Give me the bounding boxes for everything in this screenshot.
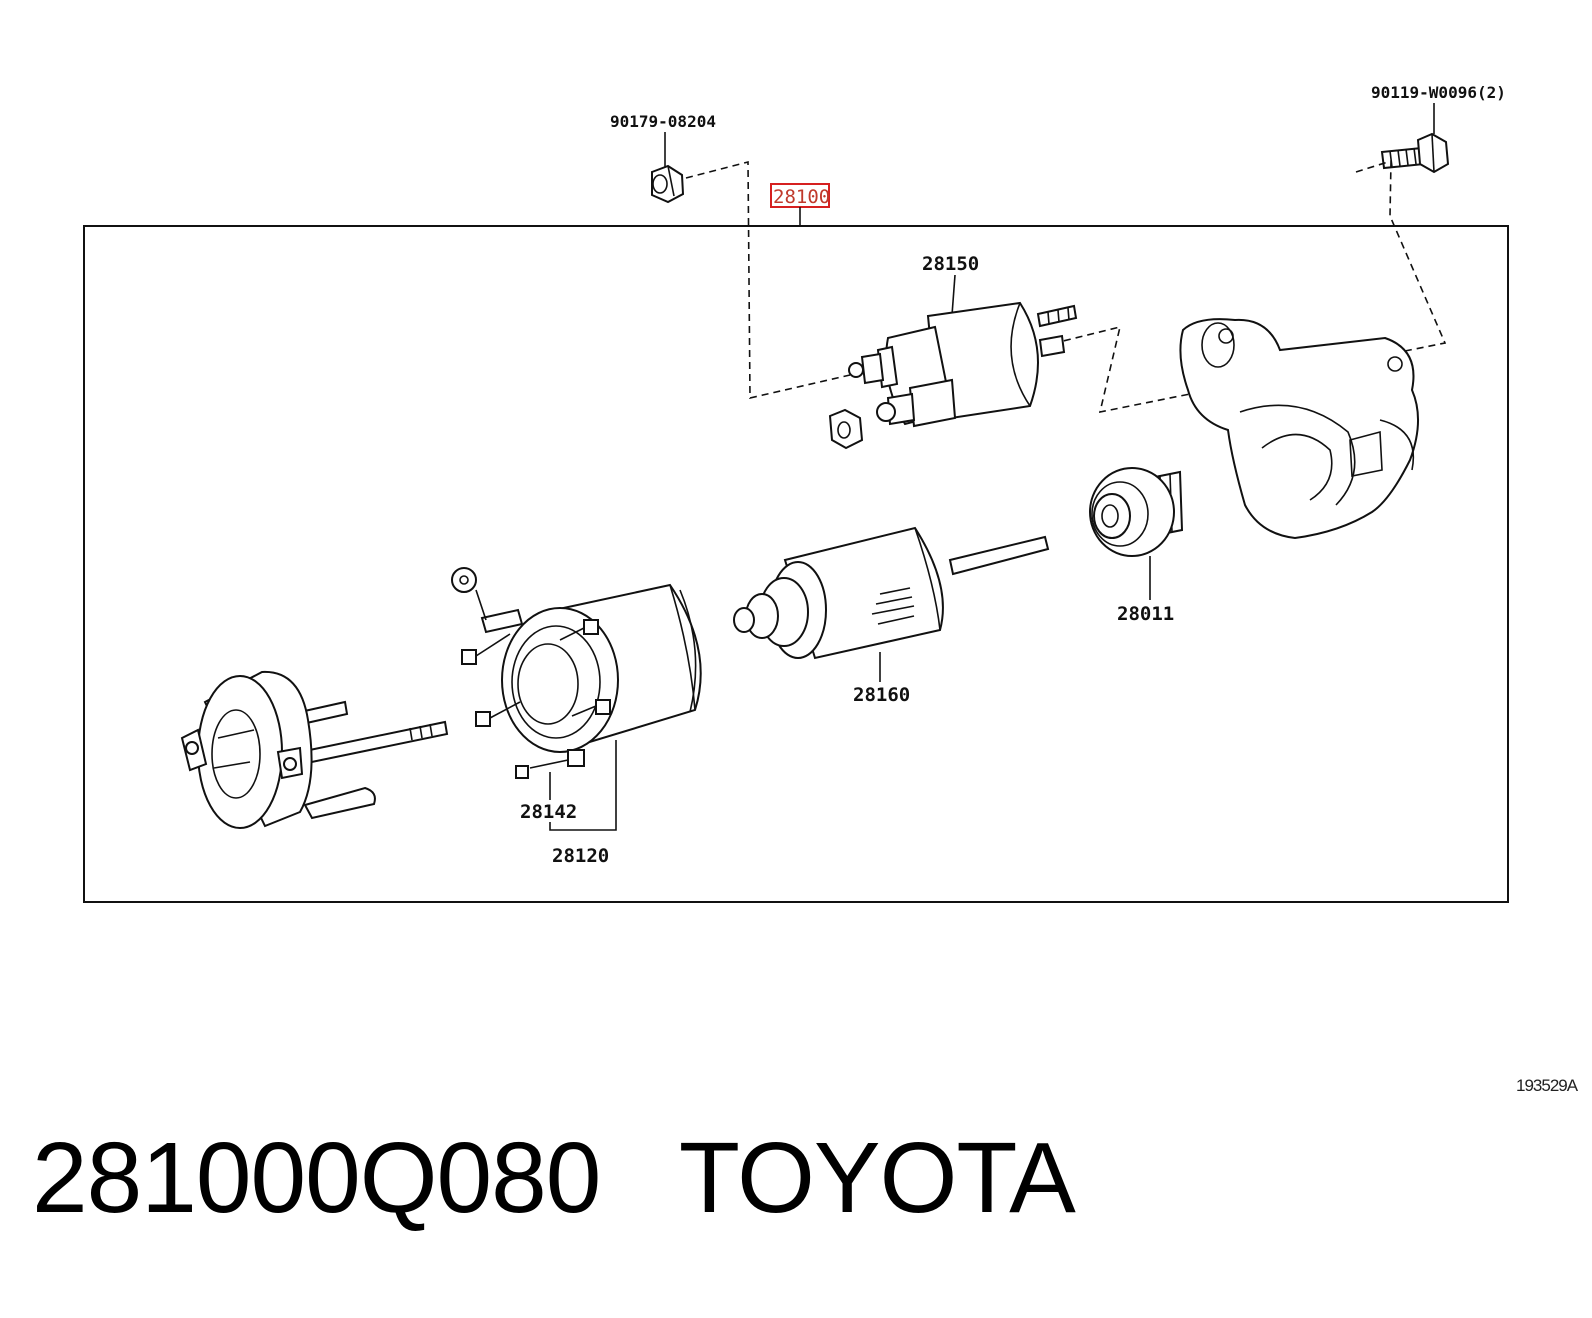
end-frame-part bbox=[180, 670, 449, 829]
label-28120[interactable]: 28120 bbox=[552, 845, 609, 867]
drive-housing-part bbox=[1179, 318, 1420, 540]
label-28150[interactable]: 28150 bbox=[922, 253, 979, 275]
label-28142[interactable]: 28142 bbox=[520, 801, 577, 823]
part-caption: 281000Q080 TOYOTA bbox=[32, 1122, 1076, 1234]
label-90119-w0096[interactable]: 90119-W0096(2) bbox=[1371, 83, 1506, 102]
label-28100[interactable]: 28100 bbox=[773, 186, 830, 208]
label-28160[interactable]: 28160 bbox=[853, 684, 910, 706]
solenoid-part bbox=[848, 301, 1078, 428]
solenoid-nut bbox=[828, 408, 864, 450]
armature-part bbox=[733, 526, 1050, 660]
bolt-part bbox=[1380, 132, 1450, 174]
clutch-part bbox=[1089, 467, 1184, 557]
brush-part bbox=[515, 749, 585, 779]
assembly-frame bbox=[83, 225, 1509, 903]
reference-code: 193529A bbox=[1516, 1076, 1579, 1095]
label-28011[interactable]: 28011 bbox=[1117, 603, 1174, 625]
label-90179-08204[interactable]: 90179-08204 bbox=[610, 112, 716, 131]
nut-part bbox=[651, 164, 685, 204]
yoke-part bbox=[451, 567, 702, 753]
